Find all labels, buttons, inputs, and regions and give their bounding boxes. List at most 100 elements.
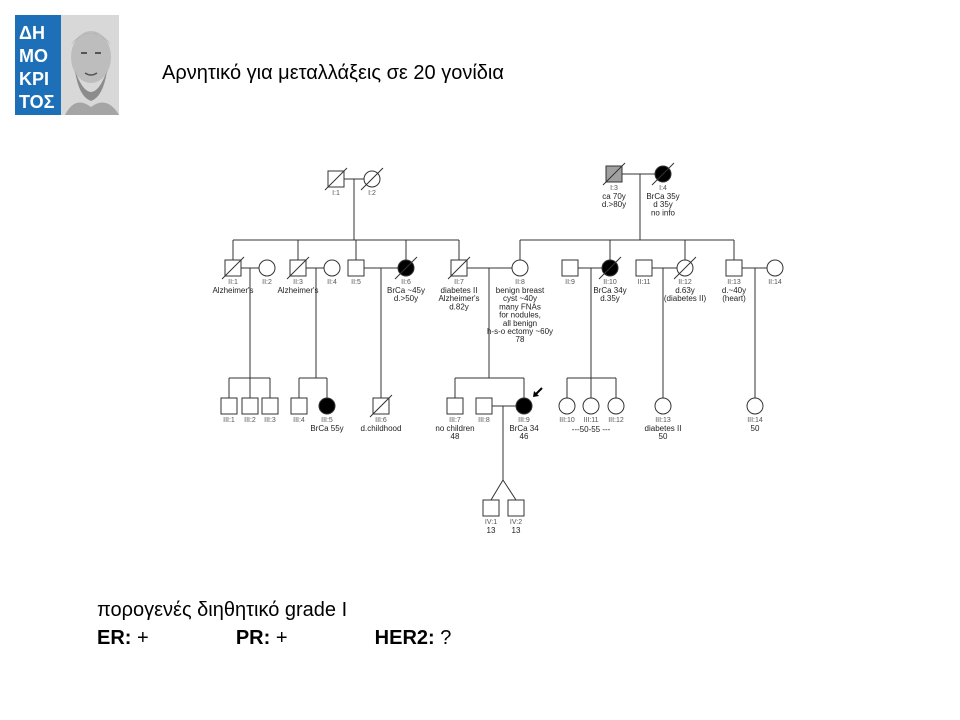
male-symbol-iv-1 (482, 499, 500, 517)
female-symbol-iii-13 (654, 397, 672, 415)
individual-note-ii-13: (heart) (722, 294, 746, 303)
individual-id-ii-2: II:2 (262, 279, 272, 286)
her2-label: HER2: (374, 627, 435, 649)
individual-note-i-4: no info (651, 208, 676, 217)
male-symbol-iv-2 (507, 499, 525, 517)
male-symbol-iii-8 (475, 397, 493, 415)
twin-line-IV1 (490, 479, 504, 501)
individual-note-iv-2: 13 (512, 526, 521, 535)
individual-note-ii-3: Alzheimer's (277, 286, 318, 295)
individual-note-ii-12: (diabetes II) (664, 294, 707, 303)
deceased-slash-i-4 (651, 162, 675, 186)
male-symbol-ii-13 (725, 259, 743, 277)
deceased-slash-ii-10 (598, 256, 622, 280)
individual-id-ii-5: II:5 (351, 279, 361, 286)
individual-id-ii-6: II:6 (401, 279, 411, 286)
slide-title: Αρνητικό για μεταλλάξεις σε 20 γονίδια (162, 62, 504, 84)
individual-note-ii-6: BrCa ~45y (387, 286, 425, 295)
individual-id-iii-9: III:9 (518, 417, 530, 424)
individual-id-iv-2: IV:2 (510, 519, 522, 526)
deceased-slash-ii-3 (286, 256, 310, 280)
individual-note-ii-8: benign breast (496, 286, 545, 295)
individual-note-ii-8: 78 (516, 335, 525, 344)
male-symbol-iii-2 (241, 397, 259, 415)
individual-id-iii-11: III:11 (583, 417, 598, 424)
individual-id-ii-11: II:11 (637, 279, 650, 286)
pathology-notes: πορογενές διηθητικό grade I ER: + PR: + … (97, 596, 451, 652)
pr-value: + (275, 627, 288, 649)
individual-id-i-3: I:3 (610, 185, 618, 192)
receptor-status-line: ER: + PR: + HER2: ? (97, 624, 451, 652)
individual-id-iii-10: III:10 (559, 417, 575, 424)
individual-note-ii-10: d.35y (600, 294, 620, 303)
female-symbol-ii-4 (323, 259, 341, 277)
individual-id-ii-8: II:8 (515, 279, 525, 286)
female-symbol-ii-2 (258, 259, 276, 277)
female-symbol-iii-14 (746, 397, 764, 415)
individual-note-ii-7: d.82y (449, 302, 469, 311)
individual-id-iv-1: IV:1 (485, 519, 497, 526)
individual-note-ii-8: h-s-o ectomy ~60y (487, 327, 553, 336)
individual-note-iii-7: 48 (451, 432, 460, 441)
individual-note-i-3: ca 70y (602, 192, 626, 201)
proband-arrowhead (533, 391, 539, 397)
deceased-slash-i-1 (324, 167, 348, 191)
male-symbol-iii-4 (290, 397, 308, 415)
individual-id-iii-6: III:6 (375, 417, 387, 424)
individual-note-ii-8: all benign (503, 319, 537, 328)
er-value: + (137, 627, 149, 649)
individual-note-iv-1: 13 (487, 526, 496, 535)
individual-note-i-3: d.>80y (602, 200, 626, 209)
svg-text:ΔΗ: ΔΗ (19, 23, 45, 43)
individual-id-i-4: I:4 (659, 185, 667, 192)
individual-note-iii-13: diabetes II (645, 424, 682, 433)
democritus-logo: ΔΗ ΜΟ ΚΡΙ ΤΟΣ (15, 15, 119, 115)
female-symbol-ii-8 (511, 259, 529, 277)
female-symbol-ii-14 (766, 259, 784, 277)
individual-id-iii-5: III:5 (321, 417, 333, 424)
individual-id-ii-12: II:12 (678, 279, 692, 286)
male-symbol-ii-11 (635, 259, 653, 277)
individual-id-ii-1: II:1 (228, 279, 238, 286)
individual-note-ii-7: Alzheimer's (438, 294, 479, 303)
individual-note-ii-7: diabetes II (441, 286, 478, 295)
individual-id-iii-2: III:2 (244, 417, 256, 424)
individual-id-iii-12: III:12 (608, 417, 624, 424)
individual-id-ii-10: II:10 (603, 279, 617, 286)
individual-note-ii-1: Alzheimer's (212, 286, 253, 295)
male-symbol-iii-3 (261, 397, 279, 415)
individual-note-ii-13: d.~40y (722, 286, 746, 295)
individual-id-iii-13: III:13 (655, 417, 671, 424)
deceased-slash-i-3 (602, 162, 626, 186)
individual-note-iii-7: no children (435, 424, 474, 433)
female-symbol-iii-5 (318, 397, 336, 415)
individual-note-i-4: d 35y (653, 200, 673, 209)
individual-id-ii-7: II:7 (454, 279, 464, 286)
individual-id-ii-13: II:13 (727, 279, 741, 286)
individual-id-ii-4: II:4 (327, 279, 337, 286)
deceased-slash-i-2 (360, 167, 384, 191)
svg-text:ΚΡΙ: ΚΡΙ (19, 69, 49, 89)
twin-line-IV2 (502, 479, 517, 501)
individual-id-iii-3: III:3 (264, 417, 276, 424)
individual-note-iii-5: BrCa 55y (310, 424, 343, 433)
pedigree-nodes (220, 162, 784, 517)
deceased-slash-iii-6 (369, 394, 393, 418)
individual-note-iii-9: 46 (520, 432, 529, 441)
individual-note-ii-8: cyst ~40y (503, 294, 537, 303)
female-symbol-iii-10 (558, 397, 576, 415)
group-note-III10-III12: ---50-55 --- (572, 425, 611, 434)
individual-note-i-4: BrCa 35y (646, 192, 679, 201)
individual-id-iii-8: III:8 (478, 417, 490, 424)
individual-id-ii-9: II:9 (565, 279, 575, 286)
individual-id-iii-7: III:7 (449, 417, 461, 424)
deceased-slash-ii-6 (394, 256, 418, 280)
deceased-slash-ii-1 (221, 256, 245, 280)
svg-text:ΜΟ: ΜΟ (19, 46, 48, 66)
svg-text:ΤΟΣ: ΤΟΣ (19, 92, 55, 112)
pr-label: PR: (235, 627, 271, 649)
male-symbol-ii-5 (347, 259, 365, 277)
er-label: ER: (97, 627, 132, 649)
